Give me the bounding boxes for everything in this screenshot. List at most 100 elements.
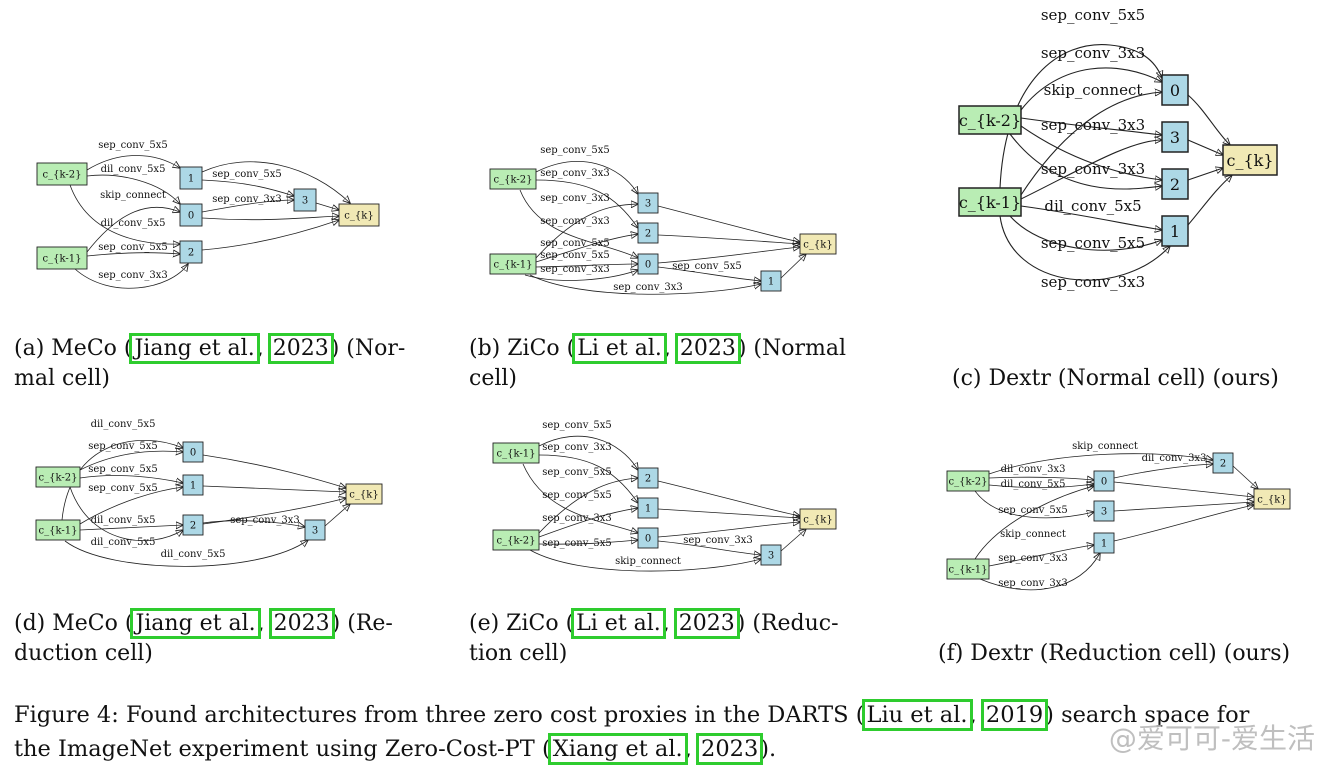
edge-n2-out [657, 480, 800, 516]
edge-label: sep_conv_3x3 [1041, 44, 1145, 62]
node-label: c_{k} [349, 490, 378, 501]
edge-k2-n0 [1020, 67, 1162, 111]
node-n1 [182, 474, 204, 496]
edge-label: sep_conv_5x5 [88, 441, 158, 452]
edge-label: sep_conv_5x5 [212, 169, 282, 180]
edge-k1-n2 [535, 234, 638, 263]
edge-label: skip_connect [1044, 81, 1143, 99]
edge-k2-n3 [529, 549, 761, 572]
edge-k1-n3 [535, 204, 638, 259]
edge-k1-n0 [1020, 92, 1162, 196]
node-n0 [637, 253, 659, 275]
node-label: 2 [645, 229, 651, 240]
node-out [1222, 144, 1278, 176]
edge-k1-n2 [538, 435, 638, 470]
watermark: @爱可可-爱生活 [1108, 722, 1315, 755]
edge-n3-out [1113, 502, 1254, 512]
node-label: 0 [1170, 81, 1180, 100]
edge-label: sep_conv_3x3 [683, 535, 753, 546]
edge-label: dil_conv_5x5 [91, 515, 156, 526]
citation-link-li-year[interactable]: 2023 [673, 608, 740, 639]
caption-c-text: (c) Dextr (Normal cell) (ours) [952, 366, 1279, 391]
node-label: c_{k-2} [949, 477, 988, 488]
citation-link-li-year[interactable]: 2023 [674, 333, 741, 364]
citation-link-li[interactable]: Li et al. [572, 333, 667, 364]
edge-n0-n3 [201, 200, 294, 213]
node-label: 3 [1170, 128, 1180, 147]
citation-link-xiang[interactable]: Xiang et al. [547, 733, 688, 765]
node-label: c_{k-2} [43, 170, 82, 181]
edge-label: dil_conv_5x5 [161, 549, 226, 560]
node-n1 [1161, 215, 1189, 247]
node-label: 1 [1101, 539, 1107, 550]
edge-n3-out [315, 202, 339, 210]
node-label: 3 [302, 196, 308, 207]
caption-a: (a) MeCo (Jiang et al., 2023) (Nor- mal … [14, 333, 405, 394]
node-label: c_{k-1} [959, 193, 1021, 212]
caption-b-sep: , [663, 336, 678, 361]
edge-k2-n0 [538, 540, 638, 544]
edge-label: sep_conv_5x5 [542, 467, 612, 478]
edge-label: sep_conv_5x5 [542, 490, 612, 501]
edge-n2-out [201, 220, 339, 251]
caption-b-tail: ) (Normal [737, 336, 847, 361]
edge-label: sep_conv_3x3 [542, 513, 612, 524]
caption-d-sep: , [257, 611, 272, 636]
edge-k1-n2 [86, 253, 180, 256]
node-k1 [958, 187, 1022, 217]
caption-e-line2: tion cell) [469, 641, 568, 666]
node-label: c_{k} [1226, 151, 1273, 170]
edge-n3-out [324, 504, 350, 527]
caption-d-tail: ) (Re- [331, 611, 393, 636]
node-k1 [489, 253, 537, 275]
citation-link-xiang-year[interactable]: 2023 [695, 733, 764, 765]
edge-label: dil_conv_5x5 [91, 537, 156, 548]
node-out [799, 508, 837, 530]
edge-label: sep_conv_3x3 [998, 578, 1068, 589]
citation-link-jiang[interactable]: Jiang et al. [129, 333, 260, 364]
edge-k2-n3 [535, 161, 638, 194]
citation-link-li[interactable]: Li et al. [571, 608, 666, 639]
edge-n0-out [1187, 94, 1230, 145]
edge-k1-n2 [79, 525, 183, 531]
edge-k2-n1 [538, 508, 638, 538]
edge-n1-out [780, 254, 806, 279]
edge-k2-n2 [1009, 133, 1162, 189]
edge-n0-out [657, 522, 800, 538]
edge-label: sep_conv_5x5 [542, 420, 612, 431]
edge-label: dil_conv_5x5 [101, 218, 166, 229]
citation-link-jiang[interactable]: Jiang et al. [130, 608, 261, 639]
edge-k2-n2 [1020, 125, 1162, 180]
edge-n0-n3 [657, 540, 761, 555]
citation-link-liu[interactable]: Liu et al. [861, 699, 973, 731]
edge-label: sep_conv_3x3 [540, 168, 610, 179]
edge-k2-n3 [1020, 117, 1162, 135]
caption-e-sep: , [662, 611, 677, 636]
node-label: c_{k-2} [39, 473, 78, 484]
edge-k1-n1 [79, 487, 183, 525]
edge-k2-n2 [988, 453, 1213, 475]
node-n0 [1093, 470, 1115, 492]
node-label: 1 [768, 277, 774, 288]
node-label: 0 [1101, 477, 1107, 488]
node-label: c_{k-2} [494, 175, 533, 186]
edge-k1-n0 [61, 439, 183, 521]
edge-label: dil_conv_3x3 [1142, 453, 1207, 464]
edge-n0-n2 [1113, 464, 1213, 479]
edge-k2-n3 [974, 490, 1094, 519]
edge-label: sep_conv_5x5 [1041, 234, 1145, 252]
edge-label: sep_conv_5x5 [98, 242, 168, 253]
node-n0 [1161, 74, 1189, 106]
diagram-c: sep_conv_5x5 sep_conv_3x3 skip_connect sep_… [958, 6, 1278, 291]
caption-f: (f) Dextr (Reduction cell) (ours) [938, 639, 1290, 669]
node-label: 1 [645, 504, 651, 515]
node-label: c_{k-2} [497, 536, 536, 547]
citation-link-liu-year[interactable]: 2019 [980, 699, 1049, 731]
edge-label: sep_conv_5x5 [1041, 6, 1145, 24]
node-label: c_{k} [803, 240, 832, 251]
node-out [338, 203, 380, 227]
citation-link-jiang-year[interactable]: 2023 [267, 333, 334, 364]
node-label: 2 [188, 248, 194, 259]
edge-n3-out [1187, 139, 1223, 155]
citation-link-jiang-year[interactable]: 2023 [268, 608, 335, 639]
